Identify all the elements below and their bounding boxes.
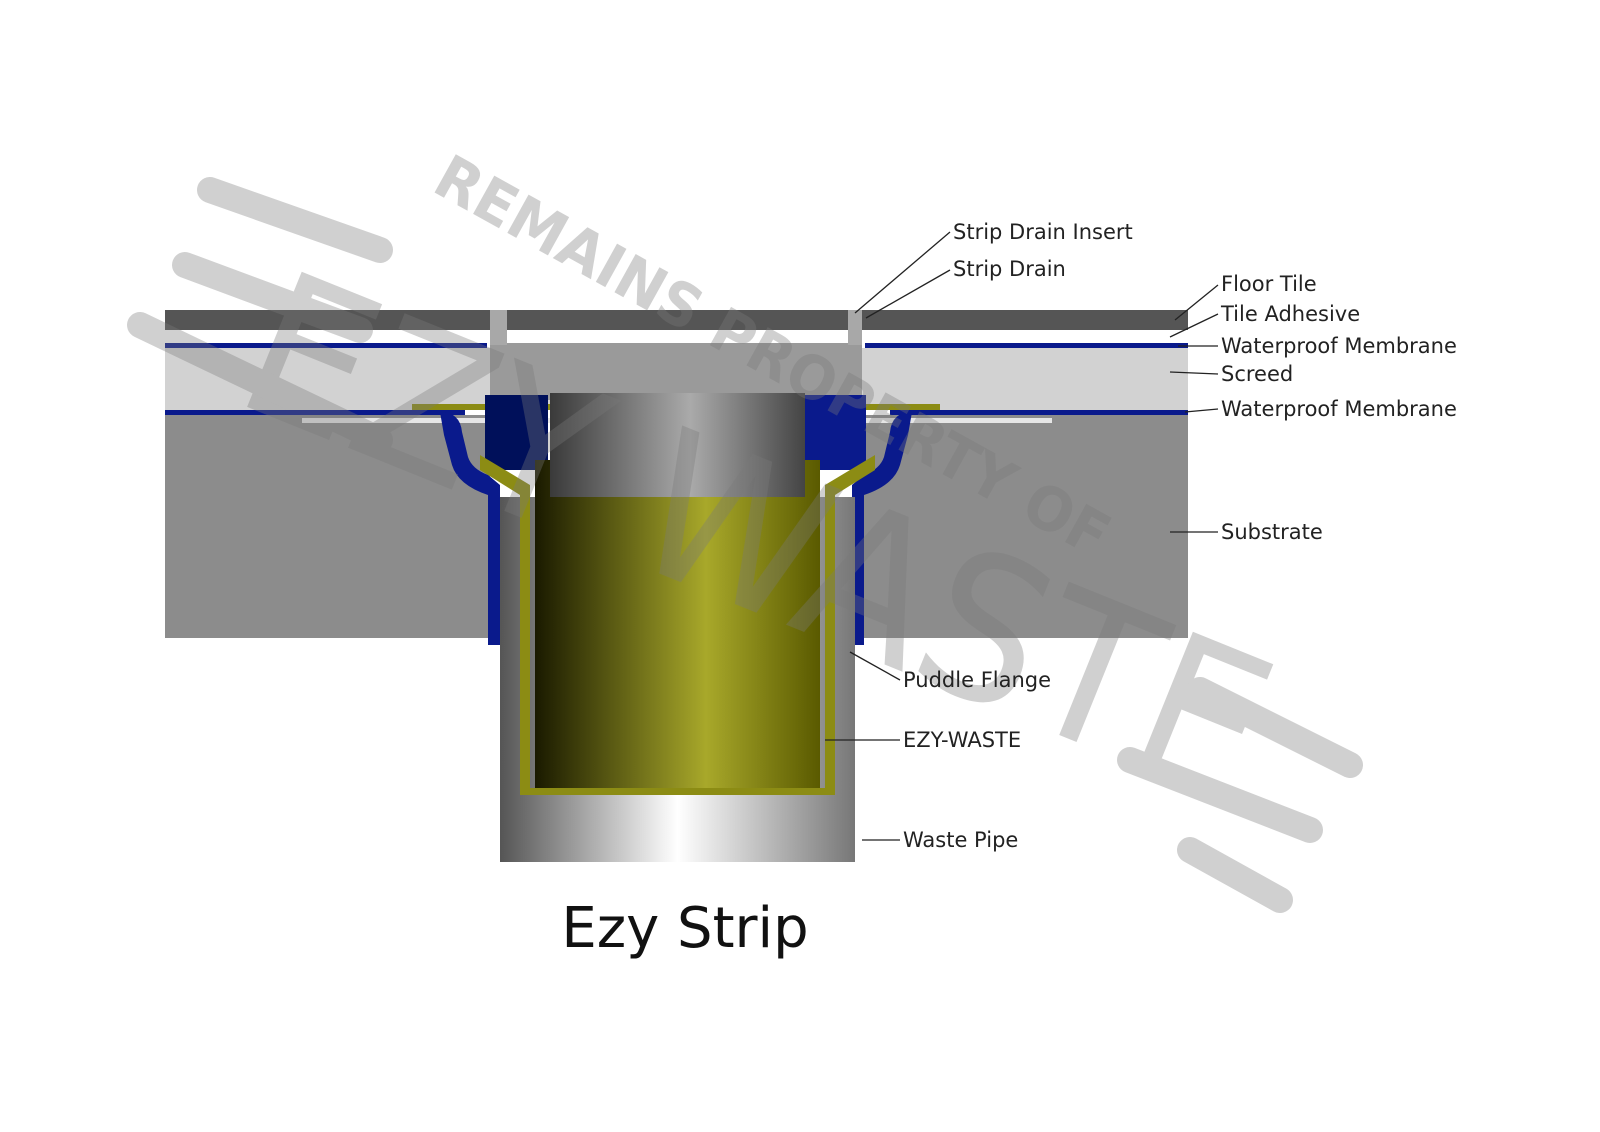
- strip-drain-body: [490, 343, 862, 400]
- leader-lines: [825, 231, 1219, 841]
- membrane-dropdown-left: [440, 412, 500, 645]
- label-waste-pipe: Waste Pipe: [903, 828, 1018, 852]
- strip-drain-right-wall: [848, 310, 862, 345]
- diagram-title: Ezy Strip: [561, 896, 808, 961]
- waterproof-membrane-top-right: [865, 343, 1188, 348]
- label-strip-drain: Strip Drain: [953, 257, 1066, 281]
- label-ezy-waste: EZY-WASTE: [903, 728, 1021, 752]
- ezy-waste-barrel: [535, 460, 820, 788]
- drain-collar-right: [805, 395, 866, 470]
- waterproof-membrane-bottom-right: [890, 410, 1188, 415]
- label-substrate: Substrate: [1221, 520, 1323, 544]
- label-strip-drain-insert: Strip Drain Insert: [953, 220, 1133, 244]
- floor-tile: [165, 310, 1188, 330]
- substrate-right: [862, 415, 1188, 638]
- strip-drain-insert-top: [507, 330, 848, 342]
- ezy-waste-body: [480, 455, 875, 795]
- drain-collar-left: [485, 395, 548, 470]
- substrate-left: [165, 415, 490, 638]
- strip-drain-outlet: [550, 393, 805, 497]
- label-waterproof-membrane-top: Waterproof Membrane: [1221, 334, 1457, 358]
- label-puddle-flange: Puddle Flange: [903, 668, 1051, 692]
- waterproof-membrane-top-left: [165, 343, 487, 348]
- label-screed: Screed: [1221, 362, 1293, 386]
- watermark-stripes: [127, 177, 1363, 913]
- label-waterproof-membrane-bottom: Waterproof Membrane: [1221, 397, 1457, 421]
- label-tile-adhesive: Tile Adhesive: [1220, 302, 1360, 326]
- membrane-dropdown-right: [852, 412, 912, 645]
- label-floor-tile: Floor Tile: [1221, 272, 1317, 296]
- waterproof-membrane-bottom-left: [165, 410, 465, 415]
- strip-drain-left-wall: [490, 310, 507, 345]
